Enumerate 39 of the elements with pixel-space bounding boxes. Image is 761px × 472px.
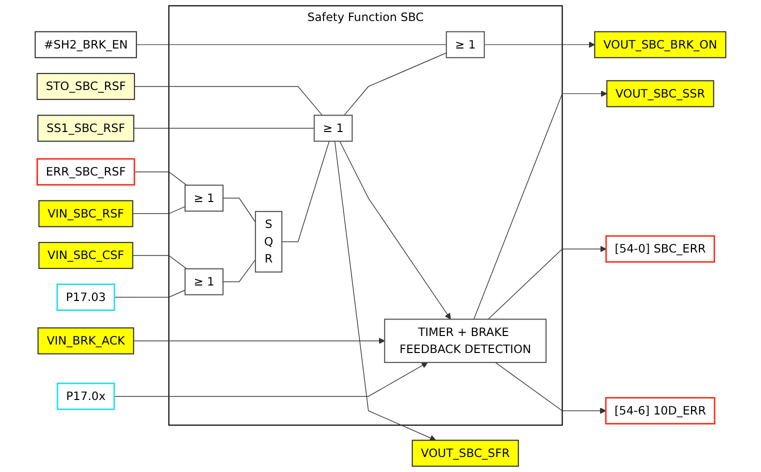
connector — [132, 255, 188, 270]
connector — [222, 198, 256, 223]
node-box: #SH2_BRK_EN — [34, 31, 137, 58]
node-box: ≥ 1 — [446, 31, 485, 58]
node-box: ERR_SBC_RSF — [36, 158, 136, 186]
node-box: VOUT_SBC_BRK_ON — [594, 31, 726, 58]
connector — [344, 52, 447, 116]
arrow — [133, 338, 385, 344]
node-box: [54-6] 10D_ERR — [605, 397, 716, 424]
arrow — [484, 42, 595, 48]
connector — [222, 259, 256, 282]
node-box: VOUT_SBC_SSR — [606, 80, 714, 108]
node-box: ≥ 1 — [314, 114, 353, 142]
arrow — [488, 246, 606, 320]
node-box: P17.03 — [56, 284, 116, 311]
node-box: STO_SBC_RSF — [36, 72, 136, 100]
node-box: TIMER + BRAKE FEEDBACK DETECTION — [384, 318, 547, 363]
node-box: VOUT_SBC_SFR — [412, 440, 519, 467]
connector — [132, 206, 186, 214]
node-box: VIN_BRK_ACK — [38, 327, 134, 354]
node-box: SS1_SBC_RSF — [37, 114, 134, 142]
connector — [281, 140, 330, 242]
arrow — [473, 90, 608, 320]
node-box: VIN_SBC_CSF — [38, 242, 134, 269]
connector — [134, 172, 188, 186]
arrow — [114, 362, 428, 397]
node-box: VIN_SBC_RSF — [38, 200, 134, 228]
connector — [114, 290, 186, 298]
arrow — [339, 140, 451, 320]
node-box: ≥ 1 — [184, 268, 224, 296]
arrow — [334, 140, 436, 441]
node-box: [54-0] SBC_ERR — [605, 235, 716, 263]
node-box: P17.0x — [56, 382, 115, 410]
connector — [133, 128, 315, 129]
connector — [134, 86, 323, 116]
arrow — [494, 362, 606, 414]
node-box: S Q R — [254, 210, 282, 273]
connector — [136, 44, 447, 46]
node-box: ≥ 1 — [184, 184, 224, 212]
